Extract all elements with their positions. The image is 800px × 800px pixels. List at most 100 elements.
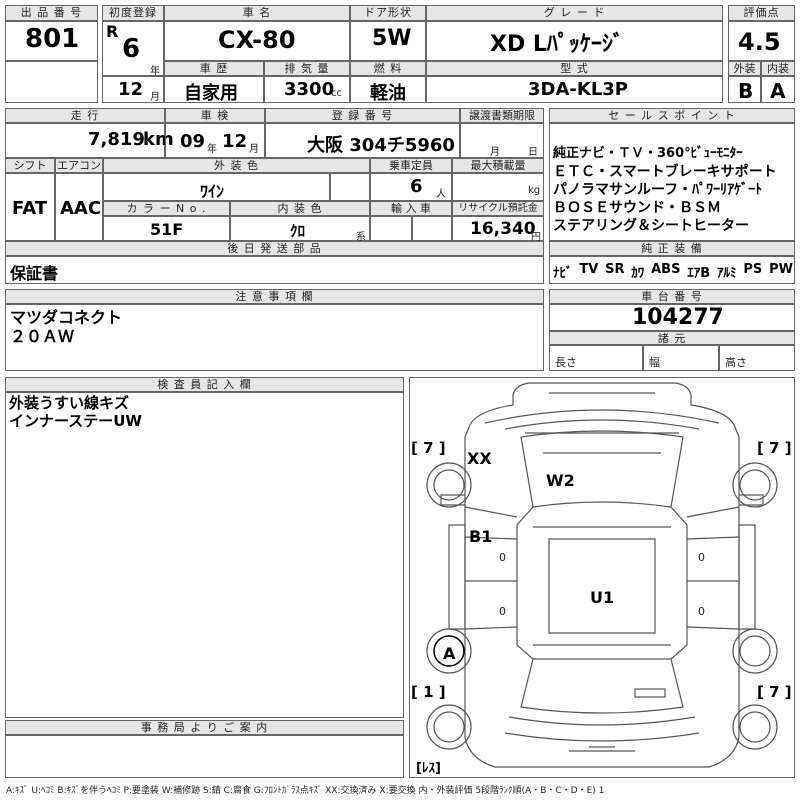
- int-color-value: ｸﾛ: [290, 222, 306, 240]
- int-color-unit: 系: [356, 232, 366, 243]
- office-box: [5, 735, 404, 778]
- tire-spare: [ﾚｽ]: [416, 761, 441, 776]
- sales-point-item: パノラマサンルーフ・ﾊﾟﾜｰﾘｱｹﾞｰﾄ: [553, 182, 763, 198]
- damage-mark-b1: B1: [469, 527, 493, 546]
- recycle-unit: 円: [531, 232, 541, 243]
- spec-width-cell: [643, 345, 719, 371]
- car-name-value: CX-80: [218, 26, 296, 54]
- ext-color-spare-cell: [330, 173, 370, 201]
- transfer-day-unit: 日: [528, 147, 538, 158]
- sales-point-list: 純正ナビ・ＴＶ・360°ﾋﾞｭｰﾓﾆﾀｰ ＥＴＣ・スマートブレーキサポート パノ…: [553, 145, 793, 235]
- reg-no-cell: [265, 123, 460, 158]
- mileage-unit: km: [143, 129, 174, 150]
- shift-value: FAT: [12, 198, 48, 219]
- first-reg-year: 6: [122, 34, 141, 64]
- load-unit: kg: [528, 185, 541, 196]
- header-reg-no: 登 録 番 号: [265, 108, 460, 123]
- header-car-name: 車 名: [164, 5, 350, 21]
- first-reg-month-cell: [102, 76, 164, 103]
- grade-value: XD Lﾊﾟｯｹｰｼﾞ: [490, 32, 624, 57]
- equipment-item: ｶﾜ: [631, 266, 645, 281]
- score-value: 4.5: [738, 28, 781, 56]
- exterior-grade-value: B: [738, 79, 754, 103]
- equipment-item: PW: [769, 262, 793, 277]
- header-history: 車 歴: [164, 61, 264, 76]
- model-code-cell: [426, 76, 723, 103]
- capacity-unit: 人: [436, 189, 446, 200]
- header-displacement: 排 気 量: [264, 61, 350, 76]
- tire-front-right: [ 7 ]: [757, 439, 792, 457]
- header-int-color: 内 装 色: [230, 201, 370, 216]
- equipment-item: ABS: [651, 262, 681, 277]
- inspection-month: 12: [222, 131, 248, 152]
- header-capacity: 乗車定員: [370, 158, 452, 173]
- equipment-list: ﾅﾋﾞ TV SR ｶﾜ ABS ｴｱB ｱﾙﾐ PS PW: [553, 262, 793, 281]
- inspection-month-unit: 月: [249, 144, 259, 155]
- interior-grade-cell: [761, 76, 795, 103]
- history-cell: [164, 76, 264, 103]
- first-reg-month: 12: [118, 79, 144, 100]
- note-line: マツダコネクト: [10, 308, 123, 327]
- displacement-cell: [264, 76, 350, 103]
- inspector-note-line: 外装うすい線キズ: [9, 394, 130, 412]
- chassis-no-cell: [549, 304, 795, 331]
- inspection-cell: [165, 123, 265, 158]
- car-name-cell: [164, 21, 350, 61]
- inspector-note-line: インナーステーUW: [9, 412, 142, 430]
- ext-color-cell: [103, 173, 330, 201]
- header-grade: グ レ ー ド: [426, 5, 723, 21]
- chassis-no-value: 104277: [632, 305, 724, 330]
- genuine-equip-cell: [549, 256, 795, 284]
- max-load-cell: [452, 173, 544, 201]
- header-chassis-no: 車 台 番 号: [549, 289, 795, 304]
- door-mark-zero: 0: [499, 605, 506, 618]
- recycle-cell: [452, 216, 544, 241]
- damage-mark-u1: U1: [590, 588, 615, 607]
- transfer-month-unit: 月: [490, 147, 500, 158]
- color-no-cell: [103, 216, 230, 241]
- equipment-item: SR: [605, 262, 625, 277]
- lot-no-cell: [5, 21, 98, 61]
- sales-point-item: 純正ナビ・ＴＶ・360°ﾋﾞｭｰﾓﾆﾀｰ: [553, 146, 743, 161]
- car-diagram-box: [409, 377, 795, 778]
- sales-point-item: ステアリング＆シートヒーター: [553, 218, 749, 234]
- import-spare-cell: [412, 216, 452, 241]
- equipment-item: PS: [743, 262, 763, 277]
- spec-width-label: 幅: [649, 356, 660, 369]
- sales-point-item: ＥＴＣ・スマートブレーキサポート: [553, 164, 777, 180]
- header-genuine-equip: 純 正 装 備: [549, 241, 795, 256]
- capacity-value: 6: [410, 176, 423, 197]
- equipment-item: ｴｱB: [687, 266, 711, 281]
- inspection-year-unit: 年: [207, 144, 217, 155]
- note-line: ２０ＡＷ: [10, 327, 75, 346]
- model-code-value: 3DA-KL3P: [528, 79, 629, 100]
- ac-cell: [55, 173, 103, 241]
- header-office: 事 務 局 よ り ご 案 内: [5, 720, 404, 735]
- first-reg-cell: [102, 21, 164, 76]
- header-max-load: 最大積載量: [452, 158, 544, 173]
- interior-grade-value: A: [770, 79, 786, 103]
- later-parts-cell: [5, 256, 544, 284]
- header-door: ドア形状: [350, 5, 426, 21]
- door-cell: [350, 21, 426, 61]
- door-mark-zero: 0: [698, 551, 705, 564]
- header-recycle: リサイクル預託金: [452, 201, 544, 216]
- equipment-item: ﾅﾋﾞ: [553, 266, 573, 281]
- damage-mark-xx: XX: [467, 449, 492, 468]
- color-no-value: 51F: [150, 220, 184, 239]
- damage-mark-a: A: [443, 644, 456, 663]
- fuel-cell: [350, 76, 426, 103]
- reg-no-value: 大阪 304チ5960: [307, 135, 455, 156]
- capacity-cell: [370, 173, 452, 201]
- header-inspection: 車 検: [165, 108, 265, 123]
- door-value: 5W: [372, 26, 412, 51]
- header-fuel: 燃 料: [350, 61, 426, 76]
- inspector-box: [5, 392, 404, 718]
- displacement-unit: cc: [331, 88, 342, 99]
- header-mileage: 走 行: [5, 108, 165, 123]
- header-exterior: 外装: [728, 61, 761, 76]
- inspection-year: 09: [180, 131, 206, 152]
- header-later-parts: 後 日 発 送 部 品: [5, 241, 544, 256]
- transfer-deadline-cell: [460, 123, 544, 158]
- header-lot-no: 出 品 番 号: [5, 5, 98, 21]
